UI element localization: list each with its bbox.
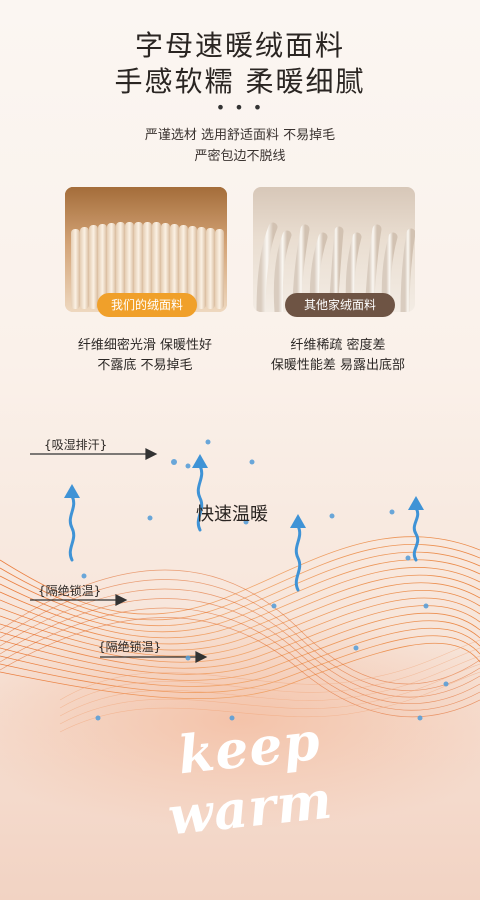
lock-label-2: {隔绝锁温}	[98, 640, 162, 654]
headline-line2: 手感软糯 柔暖细腻	[114, 65, 366, 98]
separator-dots: • • •	[215, 98, 265, 117]
subtitle-line2: 严密包边不脱线	[194, 149, 286, 164]
absorb-label: {吸湿排汗}	[44, 438, 108, 452]
our-fabric-desc-line2: 不露底 不易掉毛	[97, 358, 193, 373]
warmth-diagram	[0, 439, 480, 830]
our-fabric-image	[65, 187, 227, 312]
heat-up-arrows	[68, 464, 420, 592]
subtitle-line1: 严谨选材 选用舒适面料 不易掉毛	[144, 128, 336, 143]
our-fabric-desc-line1: 纤维细密光滑 保暖性好	[77, 338, 213, 353]
other-fabric-image	[253, 187, 415, 312]
fast-warm-label: 快速温暖	[196, 504, 268, 525]
lock-label-1: {隔绝锁温}	[38, 584, 102, 598]
moisture-dots	[81, 439, 449, 721]
right-arrows	[30, 448, 208, 663]
other-fabric-desc-line1: 纤维稀疏 密度差	[290, 338, 386, 353]
other-fabric-badge: 其他家绒面料	[285, 293, 395, 317]
headline-line1: 字母速暖绒面料	[134, 29, 345, 62]
other-fabric-desc-line2: 保暖性能差 易露出底部	[270, 358, 406, 373]
our-fabric-badge: 我们的绒面料	[97, 293, 197, 317]
